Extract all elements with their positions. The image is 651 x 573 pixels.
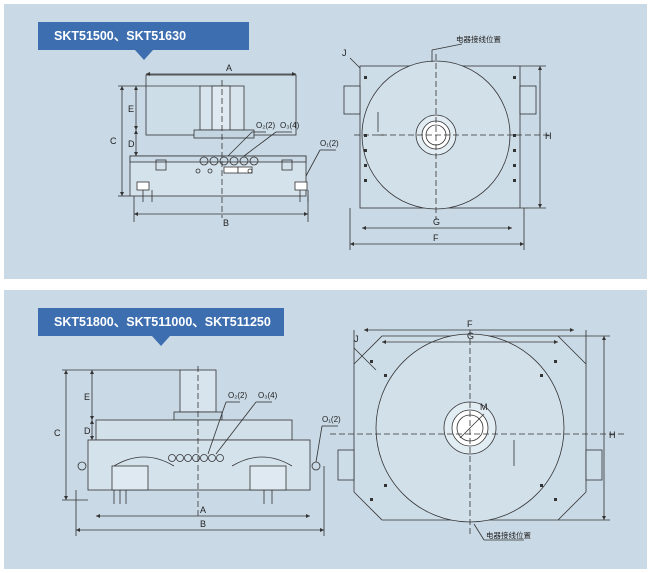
dim-g-label: G	[433, 217, 440, 227]
diagram-skt51800: A B C D E O₂(2) O₃(4) O₁(2) F G H J M 电器…	[54, 319, 624, 541]
dim-d-label: D	[84, 426, 91, 436]
o1-label: O₁(2)	[320, 139, 339, 148]
dim-h-label: H	[545, 131, 552, 141]
wiring-position-label: 电器接线位置	[486, 530, 531, 540]
o2-label: O₂(2)	[228, 391, 247, 400]
panel-skt51800: SKT51800、SKT511000、SKT511250	[4, 290, 647, 569]
dim-j-label: J	[354, 334, 359, 344]
dim-d-label: D	[128, 139, 135, 149]
dim-f-label: F	[467, 319, 473, 329]
dim-h-label: H	[609, 430, 616, 440]
mount-markers	[370, 360, 557, 501]
wiring-position-label: 电器接线位置	[456, 34, 501, 44]
dim-c-label: C	[110, 136, 117, 146]
model-banner: SKT51500、SKT51630	[38, 22, 249, 50]
dim-e-label: E	[84, 392, 90, 402]
o1-label: O₁(2)	[322, 415, 341, 424]
dim-j-label: J	[342, 48, 347, 58]
o2-label: O₂(2)	[256, 121, 275, 130]
o3-label: O₃(4)	[258, 391, 278, 400]
upper-housing	[95, 419, 293, 441]
dim-b-label: B	[200, 519, 206, 529]
dim-c-label: C	[54, 428, 61, 438]
dim-m-label: M	[480, 402, 488, 412]
terminal-row	[168, 454, 224, 462]
panel-skt51500: SKT51500、SKT51630	[4, 4, 647, 279]
terminal-row	[199, 156, 259, 166]
dim-e-label: E	[128, 104, 134, 114]
diagram-skt51500: A B C D E O₂(2) O₃(4) O₁(2) G F H J 电器接线…	[110, 34, 552, 250]
model-banner: SKT51800、SKT511000、SKT511250	[38, 308, 284, 336]
o3-label: O₃(4)	[280, 121, 300, 130]
dim-g-label: G	[467, 331, 474, 341]
dim-a-label: A	[226, 63, 232, 73]
dim-b-label: B	[223, 218, 229, 228]
dim-a-label: A	[200, 505, 206, 515]
dim-f-label: F	[433, 233, 439, 243]
mount-markers	[364, 76, 516, 182]
